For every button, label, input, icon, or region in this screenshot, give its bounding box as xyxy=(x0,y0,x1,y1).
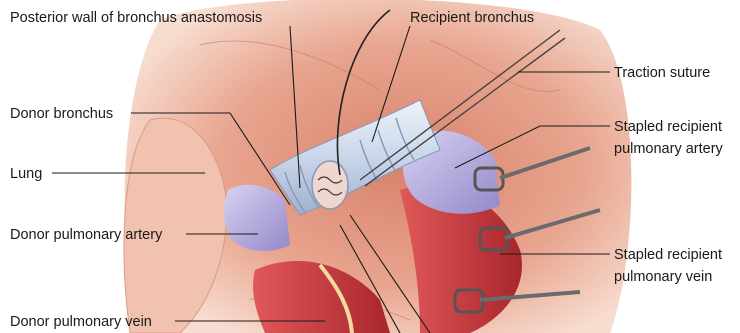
bronchus-lumen xyxy=(312,161,348,209)
label-posterior-wall: Posterior wall of bronchus anastomosis xyxy=(10,10,262,26)
label-stapled-vein-line1: Stapled recipient xyxy=(614,247,722,263)
label-donor-artery: Donor pulmonary artery xyxy=(10,227,163,243)
label-stapled-artery-line1: Stapled recipient xyxy=(614,119,722,135)
label-stapled-vein-line2: pulmonary vein xyxy=(614,269,712,285)
label-donor-vein: Donor pulmonary vein xyxy=(10,314,152,330)
label-traction-suture: Traction suture xyxy=(614,65,710,81)
label-donor-bronchus: Donor bronchus xyxy=(10,106,113,122)
label-stapled-artery-line2: pulmonary artery xyxy=(614,141,724,157)
label-lung: Lung xyxy=(10,166,42,182)
label-recipient-bronchus: Recipient bronchus xyxy=(410,10,534,26)
